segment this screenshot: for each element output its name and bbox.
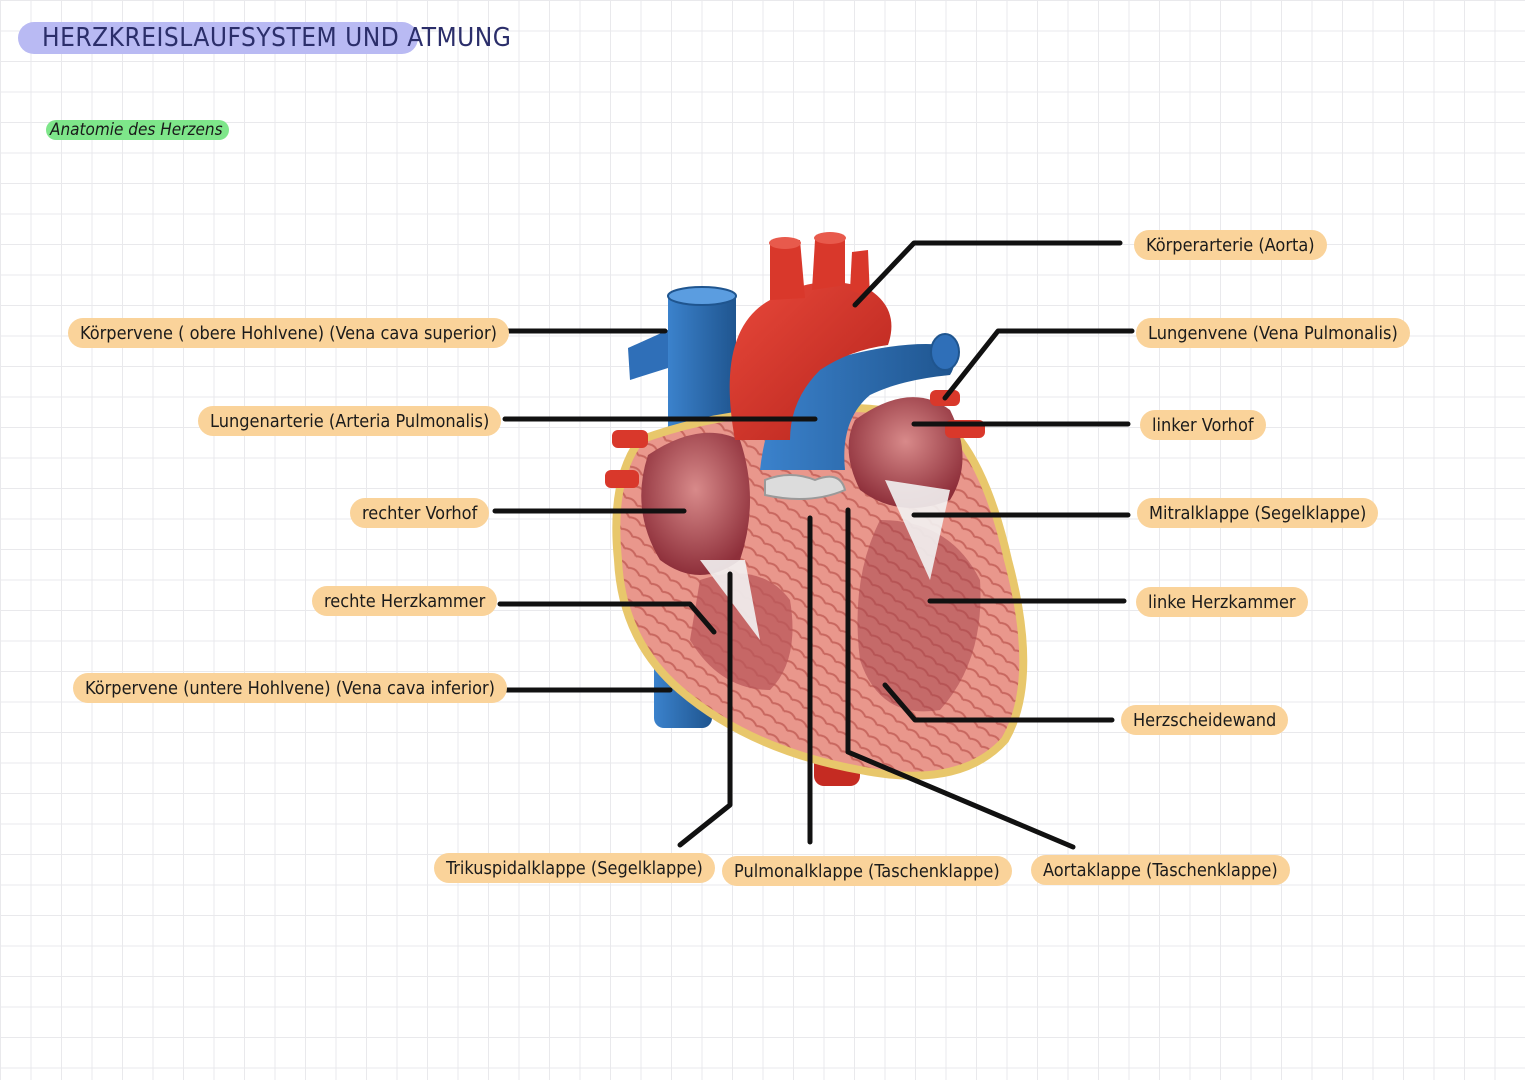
- label-pulmonalklappe: Pulmonalklappe (Taschenklappe): [722, 856, 1012, 886]
- leader-line-trikuspidalklappe: [677, 571, 733, 848]
- right-ventricle-chamber: [690, 573, 793, 690]
- label-herzscheidewand: Herzscheidewand: [1121, 705, 1289, 735]
- aorta-vessel: [729, 282, 892, 440]
- label-vena-cava-superior: Körpervene ( obere Hohlvene) (Vena cava …: [68, 318, 509, 348]
- left-ventricle-chamber: [857, 520, 981, 712]
- leader-line-rechte-herzkammer: [497, 601, 717, 635]
- label-linke-herzkammer: linke Herzkammer: [1136, 587, 1308, 617]
- label-rechter-vorhof: rechter Vorhof: [350, 498, 490, 528]
- label-trikuspidalklappe: Trikuspidalklappe (Segelklappe): [434, 853, 715, 883]
- leader-line-aorta: [852, 240, 1123, 308]
- leader-lines: [492, 240, 1135, 850]
- label-vena-cava-inferior: Körpervene (untere Hohlvene) (Vena cava …: [73, 673, 507, 703]
- heart-illustration: [605, 232, 1028, 786]
- right-atrium-chamber: [641, 432, 750, 575]
- label-rechte-herzkammer: rechte Herzkammer: [312, 586, 498, 616]
- label-linker-vorhof: linker Vorhof: [1140, 410, 1266, 440]
- leader-line-aortaklappe: [845, 507, 1076, 850]
- label-aortaklappe: Aortaklappe (Taschenklappe): [1031, 855, 1290, 885]
- label-mitralklappe: Mitralklappe (Segelklappe): [1137, 498, 1379, 528]
- leader-line-herzscheidewand: [882, 682, 1115, 723]
- leader-line-lungenvene: [942, 328, 1135, 401]
- section-subtitle: Anatomie des Herzens: [46, 120, 229, 140]
- label-aorta: Körperarterie (Aorta): [1134, 230, 1327, 260]
- label-lungenvene: Lungenvene (Vena Pulmonalis): [1136, 318, 1410, 348]
- label-lungenarterie: Lungenarterie (Arteria Pulmonalis): [198, 406, 502, 436]
